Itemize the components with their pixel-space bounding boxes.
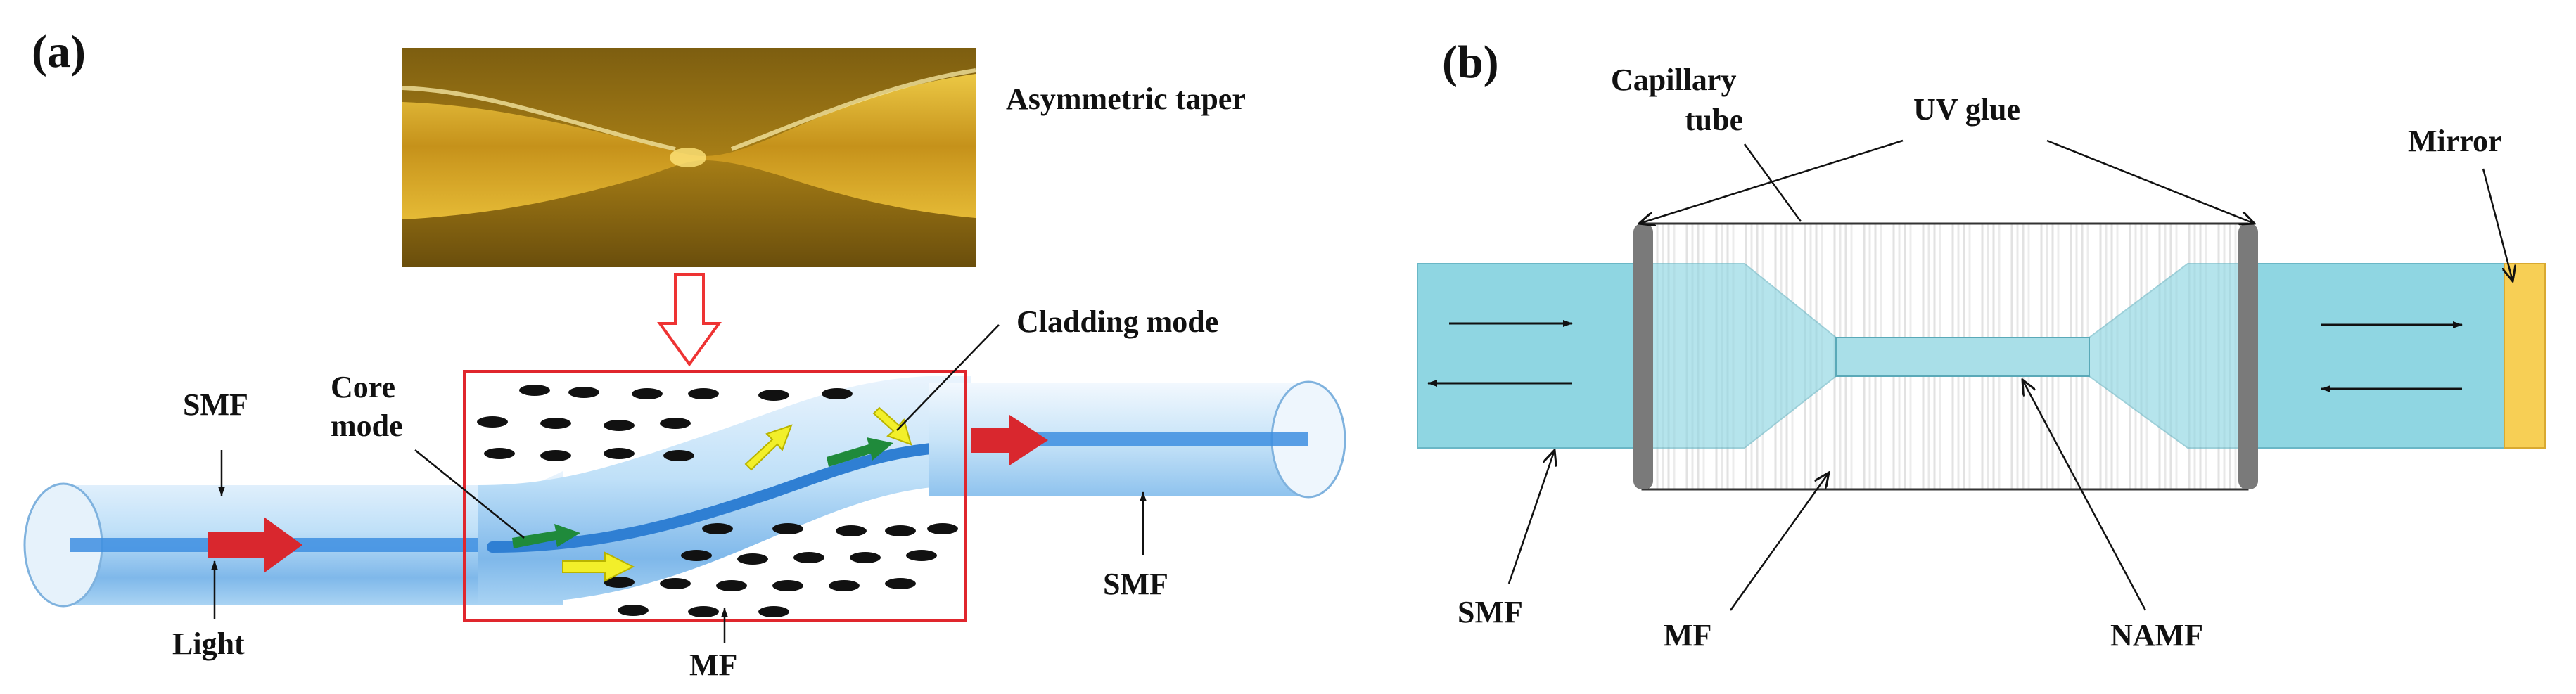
capillary-tube-label-line1: Capillary [1611, 63, 1736, 97]
asymmetric-taper-label: Asymmetric taper [1006, 82, 1246, 116]
smf-left-fiber [23, 471, 563, 608]
smf-leader-b [1507, 450, 1555, 584]
down-hollow-arrow [657, 273, 722, 367]
taper-region-fiber [478, 376, 971, 605]
mf-air-holes [477, 385, 958, 617]
smf-label-b: SMF [1458, 595, 1523, 629]
core-mode-green-arrow-1 [512, 524, 580, 548]
core-mode-label-line2: mode [331, 409, 403, 443]
namf-label: NAMF [2110, 618, 2203, 653]
core-mode-green-arrow-2 [827, 437, 893, 467]
smf-left-block [1417, 263, 1650, 449]
mf-label-b: MF [1664, 618, 1711, 653]
mf-highlight-box [463, 370, 967, 622]
cladding-yellow-arrow-3 [872, 406, 912, 446]
smf-left-label: SMF [183, 387, 248, 422]
cladding-yellow-arrow-2 [744, 424, 793, 471]
mirror-label: Mirror [2408, 124, 2502, 158]
panel-a: (a) Asymmetric taper [23, 26, 1346, 682]
panel-b: (b) Capillary tube UV glue Mirror SMF MF [1417, 37, 2546, 653]
capillary-tube-label-line2: tube [1685, 103, 1743, 137]
capillary-leader [1743, 143, 1802, 222]
uv-glue-leader-right [2046, 139, 2255, 224]
taper-photo [402, 48, 976, 267]
uv-glue-left [1633, 224, 1653, 489]
cladding-yellow-arrow-1 [562, 551, 635, 582]
smf-right-fiber [929, 380, 1346, 499]
namf-waist [1835, 337, 2090, 377]
smf-right-block [2240, 263, 2508, 449]
smf-right-label: SMF [1103, 567, 1168, 601]
uv-glue-right [2238, 224, 2258, 489]
light-label: Light [172, 626, 245, 661]
mirror-leader [2482, 168, 2513, 281]
cladding-mode-label: Cladding mode [1016, 304, 1218, 339]
mf-leader-b [1729, 473, 1829, 611]
light-output-red-arrow [971, 415, 1048, 465]
uv-glue-leader-left [1639, 139, 1904, 224]
uv-glue-label: UV glue [1913, 92, 2020, 127]
panel-a-tag: (a) [32, 26, 86, 77]
core-mode-leader [414, 449, 525, 539]
panel-b-tag: (b) [1442, 37, 1499, 88]
cladding-mode-leader [896, 324, 1000, 431]
core-mode-label-line1: Core [331, 370, 395, 404]
namf-leader [2022, 380, 2147, 611]
mf-label-a: MF [689, 648, 737, 682]
mirror [2504, 263, 2546, 449]
light-input-red-arrow [208, 517, 302, 573]
